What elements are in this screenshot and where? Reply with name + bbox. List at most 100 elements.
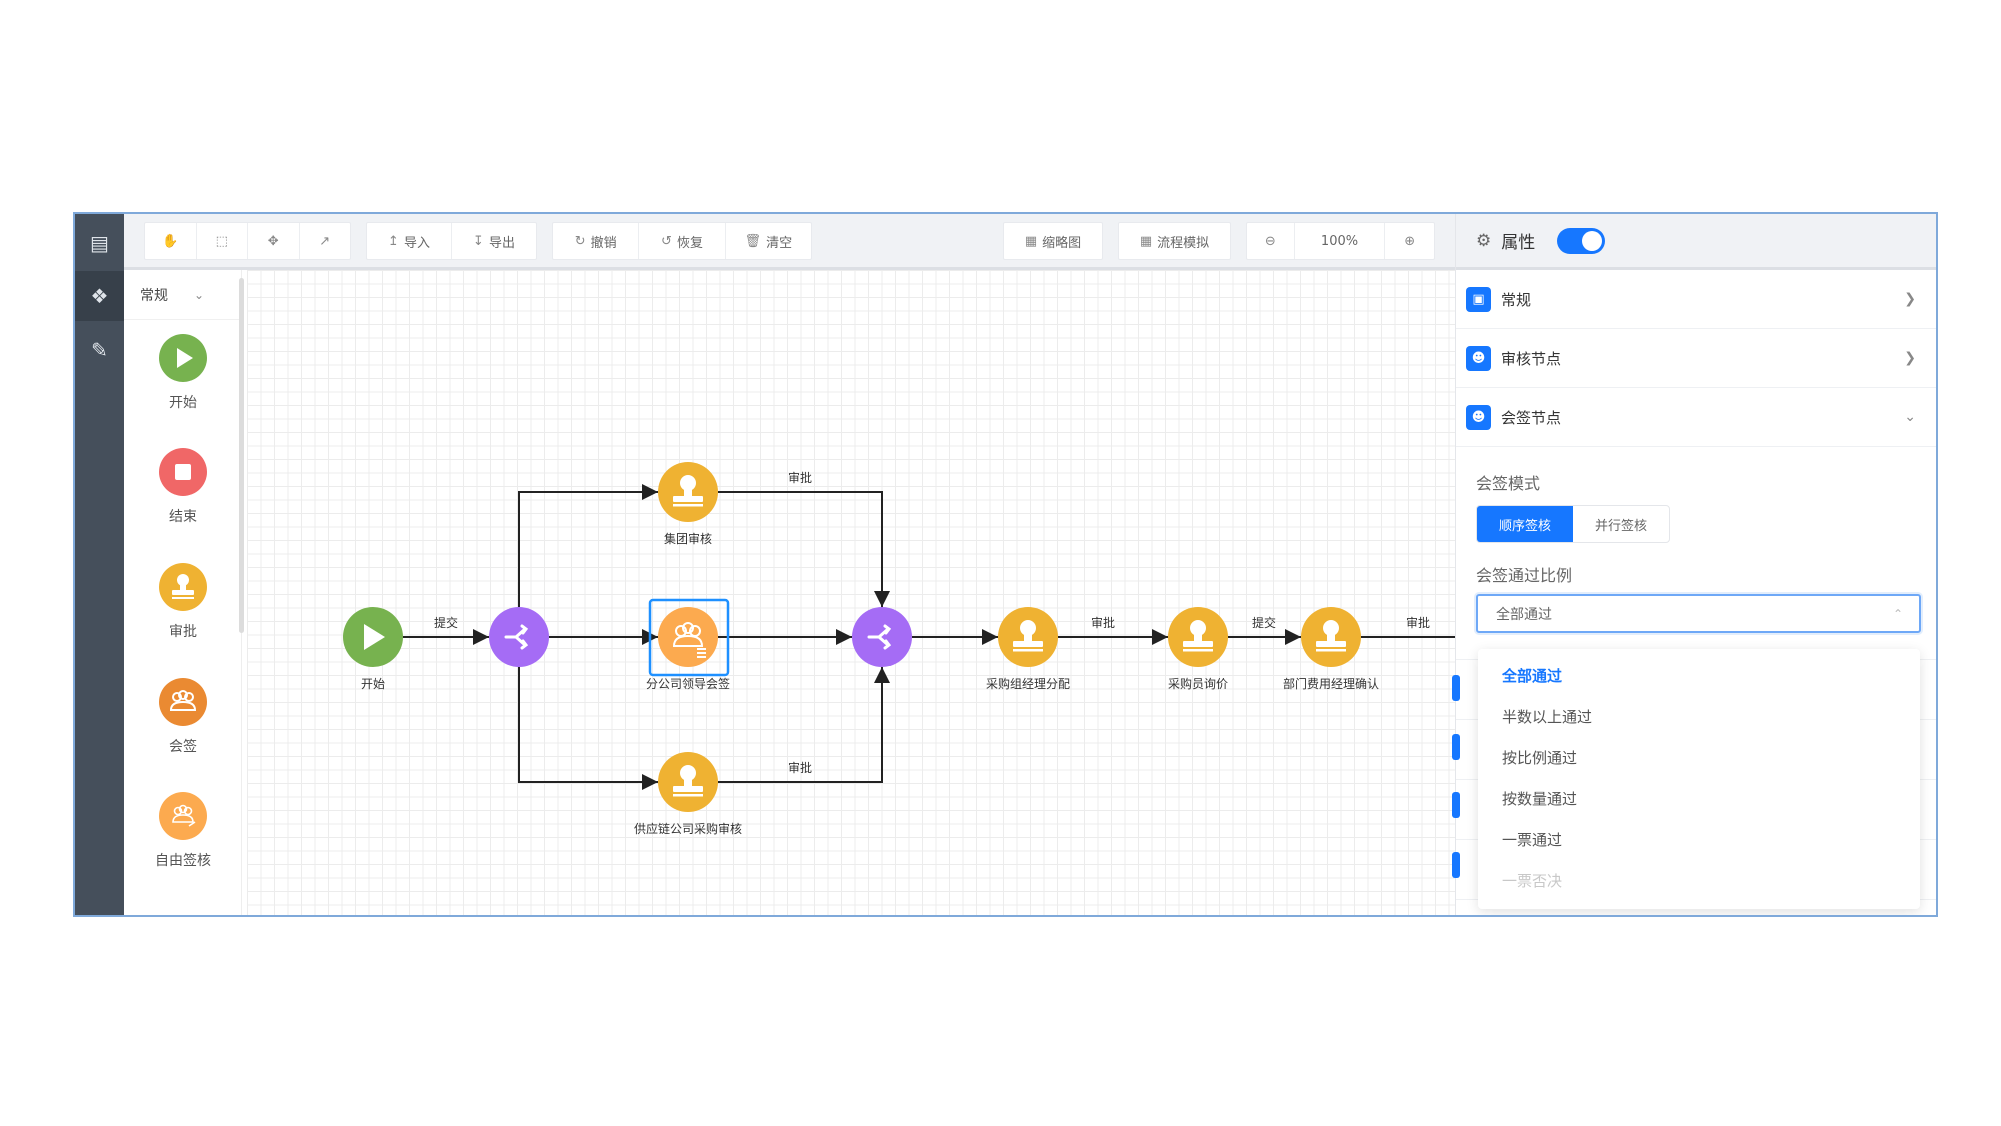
palette-category-label: 常规 [140, 287, 168, 304]
simulate-icon: ▦ [1139, 233, 1153, 249]
simulate-label: 流程模拟 [1157, 235, 1210, 251]
node-start[interactable] [343, 607, 403, 667]
workflow-designer: ▤ ❖ ✎ ✋ ⬚ ✥ ↗ ↥导入 ↧导出 ↻撤销 ↺恢复 🗑清空 ▦缩略图 ▦… [73, 212, 1938, 917]
import-button[interactable]: ↥导入 [367, 223, 452, 259]
import-label: 导入 [403, 235, 430, 251]
panel-title: 属性 [1501, 233, 1536, 253]
palette-item-countersign[interactable]: 会签 [124, 678, 242, 756]
properties-panel: ⚙ 属性 ▣常规❯ ☻审核节点❯ ☻会签节点⌄ 会签模式 顺序签核 并行签核 会… [1452, 214, 1936, 915]
zoom-in-button[interactable]: ⊕ [1385, 223, 1434, 259]
clear-button[interactable]: 🗑清空 [726, 223, 811, 259]
ratio-label: 会签通过比例 [1476, 566, 1573, 585]
node-dept-manager[interactable] [1301, 607, 1361, 667]
properties-toggle[interactable] [1557, 227, 1606, 254]
minimap-button[interactable]: ▦缩略图 [1004, 223, 1102, 259]
undo-label: 撤销 [590, 235, 617, 251]
hand-tool-button[interactable]: ✋ [145, 223, 197, 259]
option-all-pass[interactable]: 全部通过 [1502, 667, 1563, 685]
edge-label: 提交 [434, 615, 458, 630]
palette-item-free-sign[interactable]: 自由签核 [124, 792, 242, 870]
gear-icon: ⚙ [1476, 230, 1492, 251]
node-join-gateway[interactable] [852, 607, 912, 667]
group-icon [672, 622, 704, 647]
redo-label: 恢复 [676, 235, 703, 251]
node-label: 供应链公司采购审核 [634, 821, 742, 836]
node-supply-review[interactable] [658, 752, 718, 812]
option-ratio-pass[interactable]: 按比例通过 [1502, 749, 1578, 767]
users-icon: ☻ [1466, 404, 1491, 430]
mode-parallel[interactable]: 并行签核 [1594, 518, 1647, 534]
node-label: 采购员询价 [1168, 676, 1228, 691]
chevron-right-icon: ❯ [1904, 291, 1916, 307]
selection-box [648, 598, 730, 677]
section-general[interactable]: ▣常规❯ [1456, 270, 1936, 329]
node-palette: 常规 ⌄ 开始 结束 审批 会签 自由签核 [124, 270, 244, 915]
node-label: 部门费用经理确认 [1283, 676, 1379, 691]
upload-icon: ↥ [388, 233, 399, 249]
mode-sequential[interactable]: 顺序签核 [1477, 506, 1573, 542]
option-count-pass[interactable]: 按数量通过 [1502, 790, 1578, 808]
edges [403, 484, 1455, 790]
palette-item-start[interactable]: 开始 [124, 334, 242, 412]
zoom-out-button[interactable]: ⊖ [1247, 223, 1295, 259]
chevron-down-icon: ⌄ [194, 287, 205, 302]
palette-item-approval[interactable]: 审批 [124, 563, 242, 641]
edge-gateway-supply-review[interactable] [518, 667, 658, 790]
node-label: 分公司领导会签 [646, 676, 730, 691]
node-purchaser[interactable] [1168, 607, 1228, 667]
palette-scrollbar[interactable] [239, 278, 244, 633]
ratio-select[interactable]: 全部通过⌃ [1476, 594, 1921, 633]
section-countersign-node[interactable]: ☻会签节点⌄ [1456, 388, 1936, 447]
palette-item-label: 审批 [169, 624, 197, 640]
side-rail: ▤ ❖ ✎ [75, 214, 124, 915]
export-label: 导出 [488, 235, 515, 251]
palette-category[interactable]: 常规 ⌄ [124, 270, 241, 320]
edge-supply-review-join[interactable] [718, 667, 890, 783]
mode-selector: 顺序签核 并行签核 [1476, 505, 1670, 543]
node-label: 集团审核 [664, 531, 712, 546]
stop-icon [159, 448, 207, 496]
simulate-button[interactable]: ▦流程模拟 [1119, 223, 1230, 259]
option-one-vote-pass[interactable]: 一票通过 [1502, 831, 1563, 849]
pen-icon[interactable]: ✎ [91, 338, 108, 362]
node-split-gateway[interactable] [489, 607, 549, 667]
chevron-right-icon: ❯ [1904, 350, 1916, 366]
edge-label: 审批 [1091, 615, 1115, 630]
document-icon[interactable]: ▤ [90, 231, 109, 255]
mode-label: 会签模式 [1476, 474, 1541, 493]
node-group-review[interactable] [658, 462, 718, 522]
node-branch-countersign[interactable] [658, 607, 718, 667]
palette-item-label: 会签 [169, 739, 197, 755]
palette-item-end[interactable]: 结束 [124, 448, 242, 526]
edge-gateway-group-review[interactable] [518, 484, 658, 607]
group-icon [159, 678, 207, 726]
edge-group-review-join[interactable] [718, 491, 890, 607]
trash-icon: 🗑 [744, 233, 762, 249]
redo-button[interactable]: ↺恢复 [639, 223, 726, 259]
section-review-node[interactable]: ☻审核节点❯ [1456, 329, 1936, 388]
minimap-label: 缩略图 [1042, 235, 1082, 251]
flow-diagram: 提交 审批 审批 审批 提交 审批 开始 集团审核 分公司领导会签 [343, 462, 1455, 836]
play-icon [364, 624, 385, 650]
palette-item-label: 结束 [169, 509, 197, 525]
panel-header: ⚙ 属性 [1456, 214, 1936, 270]
group-edit-icon [159, 792, 207, 840]
redo-icon: ↺ [661, 233, 672, 249]
node-purchase-manager[interactable] [998, 607, 1058, 667]
connect-tool-button[interactable]: ↗ [300, 223, 351, 259]
zoom-in-icon: ⊕ [1404, 233, 1416, 249]
select-tool-button[interactable]: ⬚ [197, 223, 248, 259]
undo-button[interactable]: ↻撤销 [553, 223, 640, 259]
nodes-icon[interactable]: ❖ [75, 271, 124, 321]
undo-icon: ↻ [574, 233, 586, 249]
move-icon: ✥ [267, 233, 279, 249]
edge-label: 审批 [1406, 615, 1430, 630]
zoom-out-icon: ⊖ [1264, 233, 1276, 249]
export-button[interactable]: ↧导出 [452, 223, 536, 259]
option-majority-pass[interactable]: 半数以上通过 [1502, 708, 1593, 726]
node-label: 开始 [361, 677, 385, 691]
flow-canvas[interactable]: 提交 审批 审批 审批 提交 审批 开始 集团审核 分公司领导会签 [247, 270, 1455, 915]
zoom-level: 100% [1295, 223, 1386, 259]
move-tool-button[interactable]: ✥ [248, 223, 300, 259]
palette-item-label: 开始 [169, 395, 197, 411]
